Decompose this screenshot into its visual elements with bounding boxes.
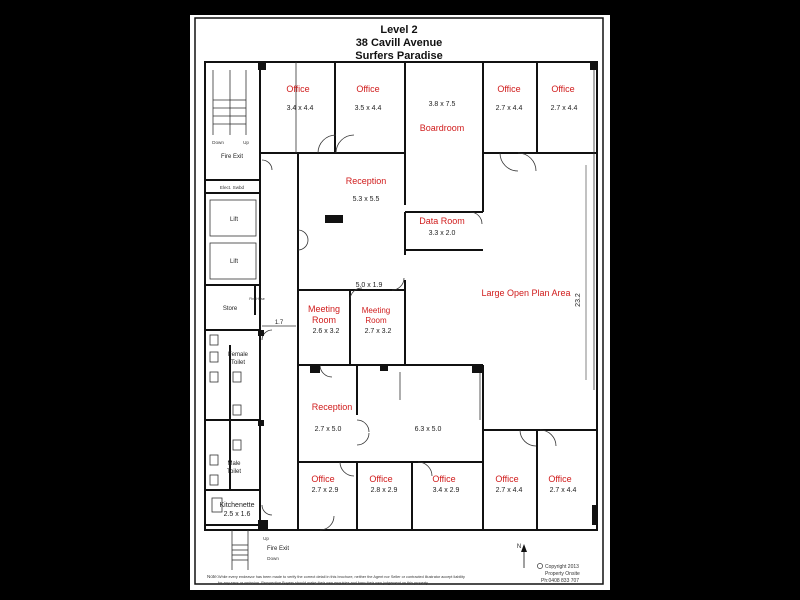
north-arrow-icon: N: [517, 544, 527, 568]
disclaimer-line-1: While every endeavor has been made to ve…: [218, 575, 465, 579]
room-size-office-9: 2.7 x 4.4: [550, 487, 577, 494]
room-label-office-5: Office: [311, 474, 334, 484]
lift-label-2: Lift: [230, 259, 238, 265]
room-label-reception-1: Reception: [346, 176, 387, 186]
room-size-meeting-2: 2.7 x 3.2: [365, 328, 392, 335]
stair-down-label-bottom: Down: [267, 556, 279, 561]
corridor-dimension: 1.7: [275, 320, 284, 326]
fire-exit-label-top: Fire Exit: [221, 154, 243, 160]
room-size-open-plan: 23.2: [575, 293, 582, 307]
company-phone: Ph:0408 833 707: [541, 578, 579, 584]
door-swings: [261, 134, 557, 531]
room-label-office-2: Office: [356, 84, 379, 94]
room-label-office-7: Office: [432, 474, 455, 484]
room-size-office-4: 2.7 x 4.4: [551, 105, 578, 112]
room-label-office-6: Office: [369, 474, 392, 484]
walls: [204, 61, 598, 531]
plan-title-suburb: Surfers Paradise: [355, 50, 442, 62]
stair-up-label-top: Up: [243, 140, 249, 145]
room-size-office-3: 2.7 x 4.4: [496, 105, 523, 112]
room-label-office-3: Office: [497, 84, 520, 94]
stair-down-label-top: Down: [212, 140, 224, 145]
room-label-open-plan: Large Open Plan Area: [481, 288, 570, 298]
room-size-office-5: 2.7 x 2.9: [312, 487, 339, 494]
sheet-border: [194, 17, 604, 585]
room-size-office-6: 2.8 x 2.9: [371, 487, 398, 494]
room-label-reception-2: Reception: [312, 402, 353, 412]
room-label-kitchenette: Kitchenette: [219, 502, 254, 509]
room-size-office-2: 3.5 x 4.4: [355, 105, 382, 112]
room-size-data-room: 3.3 x 2.0: [429, 230, 456, 237]
company-name: Property Onsite: [545, 571, 580, 577]
room-label-meeting-1-l2: Room: [312, 315, 336, 325]
fixtures: [209, 62, 595, 570]
store-label: Store: [223, 306, 238, 312]
disclaimer-line-2: for any error or omission. Prospective B…: [218, 581, 429, 585]
male-toilet-label-l2: Toilet: [227, 469, 241, 475]
room-size-office-8: 2.7 x 4.4: [496, 487, 523, 494]
lift-label-1: Lift: [230, 217, 238, 223]
room-size-reception-2: 2.7 x 5.0: [315, 426, 342, 433]
room-label-meeting-1-l1: Meeting: [308, 304, 340, 314]
stair-up-label-bottom: Up: [263, 536, 269, 541]
room-label-office-9: Office: [548, 474, 571, 484]
room-size-reception-1: 5.3 x 5.5: [353, 196, 380, 203]
plan-title-level: Level 2: [380, 24, 417, 36]
female-toilet-label-l1: Female: [228, 352, 249, 358]
fire-hose-label: Fire Hose: [249, 297, 265, 301]
room-size-kitchenette: 2.5 x 1.6: [224, 511, 251, 518]
room-size-meeting-1: 2.6 x 3.2: [313, 328, 340, 335]
room-label-meeting-2-l2: Room: [365, 316, 387, 325]
columns: [258, 62, 598, 530]
room-label-boardroom: Boardroom: [420, 123, 465, 133]
copyright-icon: [537, 563, 543, 569]
fire-exit-label-bottom: Fire Exit: [267, 546, 289, 552]
elect-swbd-label: Elect. Swbd: [220, 185, 245, 190]
room-label-office-1: Office: [286, 84, 309, 94]
male-toilet-label-l1: Male: [227, 461, 241, 467]
room-size-office-7: 3.4 x 2.9: [433, 487, 460, 494]
room-label-meeting-2-l1: Meeting: [362, 306, 390, 315]
room-label-office-4: Office: [551, 84, 574, 94]
room-size-boardroom: 3.8 x 7.5: [429, 101, 456, 108]
room-label-office-8: Office: [495, 474, 518, 484]
disclaimer-label: Note:: [207, 574, 218, 579]
room-size-central: 6.3 x 5.0: [415, 426, 442, 433]
room-label-data-room: Data Room: [419, 216, 465, 226]
female-toilet-label-l2: Toilet: [231, 360, 245, 366]
room-size-lobby: 5.0 x 1.9: [356, 282, 383, 289]
plan-title-address: 38 Cavill Avenue: [356, 37, 443, 49]
north-label: N: [517, 544, 521, 550]
copyright-text: Copyright 2013: [545, 564, 579, 570]
room-size-office-1: 3.4 x 4.4: [287, 105, 314, 112]
